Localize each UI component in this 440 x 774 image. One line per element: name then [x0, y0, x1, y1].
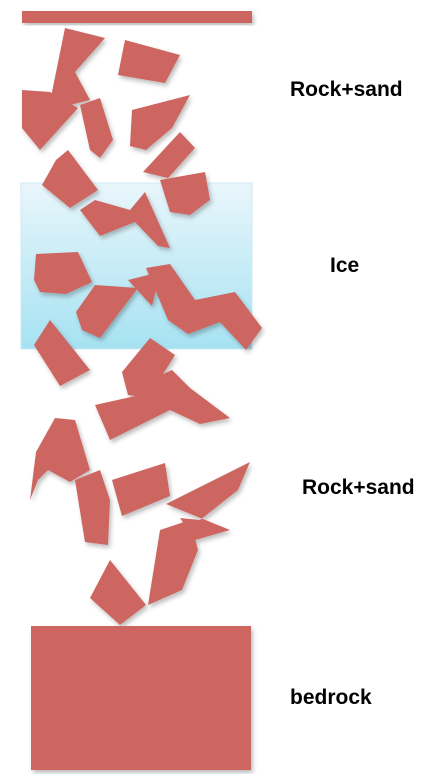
rock-fragment: [118, 40, 180, 83]
rock-fragment: [50, 28, 105, 108]
rock-fragment: [90, 560, 146, 625]
rock-fragment: [80, 98, 113, 158]
top-surface-bar: [22, 11, 252, 23]
layer-label-ice: Ice: [330, 254, 359, 278]
rock-fragment: [148, 520, 198, 605]
layer-label-rock-sand-lower: Rock+sand: [302, 476, 415, 500]
layer-label-bedrock: bedrock: [290, 686, 372, 710]
bedrock-block: [31, 626, 251, 770]
rock-fragment: [112, 463, 170, 516]
layer-label-rock-sand-upper: Rock+sand: [290, 78, 403, 102]
rock-fragment: [95, 370, 230, 440]
rock-fragment: [75, 470, 110, 545]
